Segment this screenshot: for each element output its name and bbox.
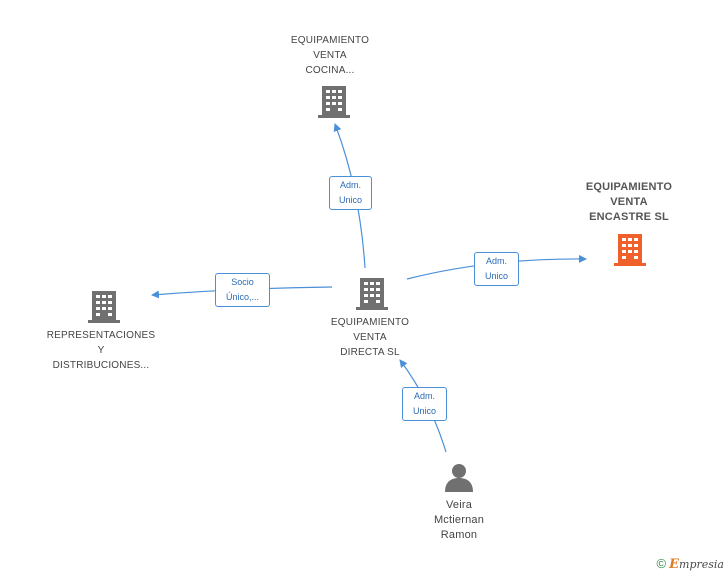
node-label-top[interactable]: EQUIPAMIENTO VENTA COCINA... [270, 33, 390, 78]
node-line: EQUIPAMIENTO [585, 181, 673, 193]
node-line: Ramon [440, 529, 478, 541]
brand-logo[interactable]: Empresia [669, 557, 724, 572]
edge-line: Único,... [225, 292, 259, 302]
node-line: ENCASTRE SL [589, 211, 669, 223]
edge-label-to-top[interactable]: Adm. Unico [329, 176, 372, 210]
node-line: Veira [445, 499, 473, 511]
brand-name: mpresia [679, 558, 724, 571]
node-line: EQUIPAMIENTO [290, 35, 370, 46]
node-label-person[interactable]: Veira Mctiernan Ramon [417, 498, 501, 543]
brand-initial: E [669, 557, 680, 572]
edge-label-to-left[interactable]: Socio Único,... [215, 273, 270, 307]
node-label-left[interactable]: REPRESENTACIONES Y DISTRIBUCIONES... [38, 328, 164, 373]
edge-label-to-right[interactable]: Adm. Unico [474, 252, 519, 286]
node-line: Mctiernan [433, 514, 485, 526]
node-label-center[interactable]: EQUIPAMIENTO VENTA DIRECTA SL [310, 315, 430, 360]
node-line: Y [97, 345, 105, 356]
edge-line: Unico [484, 271, 508, 281]
node-line: DISTRIBUCIONES... [52, 360, 150, 371]
edge-line: Adm. [485, 256, 507, 266]
node-line: DIRECTA SL [340, 347, 400, 358]
edge-label-from-person[interactable]: Adm. Unico [402, 387, 447, 421]
node-line: REPRESENTACIONES [46, 330, 156, 341]
edge-line: Socio [231, 277, 254, 287]
footer-credit: ©Empresia [657, 556, 724, 572]
node-line: EQUIPAMIENTO [330, 317, 410, 328]
node-line: VENTA [353, 332, 387, 343]
edge-line: Adm. [413, 391, 435, 401]
edge-line: Unico [412, 406, 436, 416]
copyright-icon: © [656, 556, 667, 571]
node-line: VENTA [610, 196, 648, 208]
edge-line: Unico [338, 195, 362, 205]
node-line: VENTA [313, 50, 347, 61]
building-icon[interactable] [318, 84, 350, 118]
building-icon[interactable] [356, 276, 388, 310]
node-label-focus-company[interactable]: EQUIPAMIENTO VENTA ENCASTRE SL [569, 180, 689, 225]
person-icon[interactable] [444, 462, 474, 492]
focus-building-icon[interactable] [614, 232, 646, 266]
node-line: COCINA... [305, 65, 355, 76]
building-icon[interactable] [88, 289, 120, 323]
edge-line: Adm. [339, 180, 361, 190]
